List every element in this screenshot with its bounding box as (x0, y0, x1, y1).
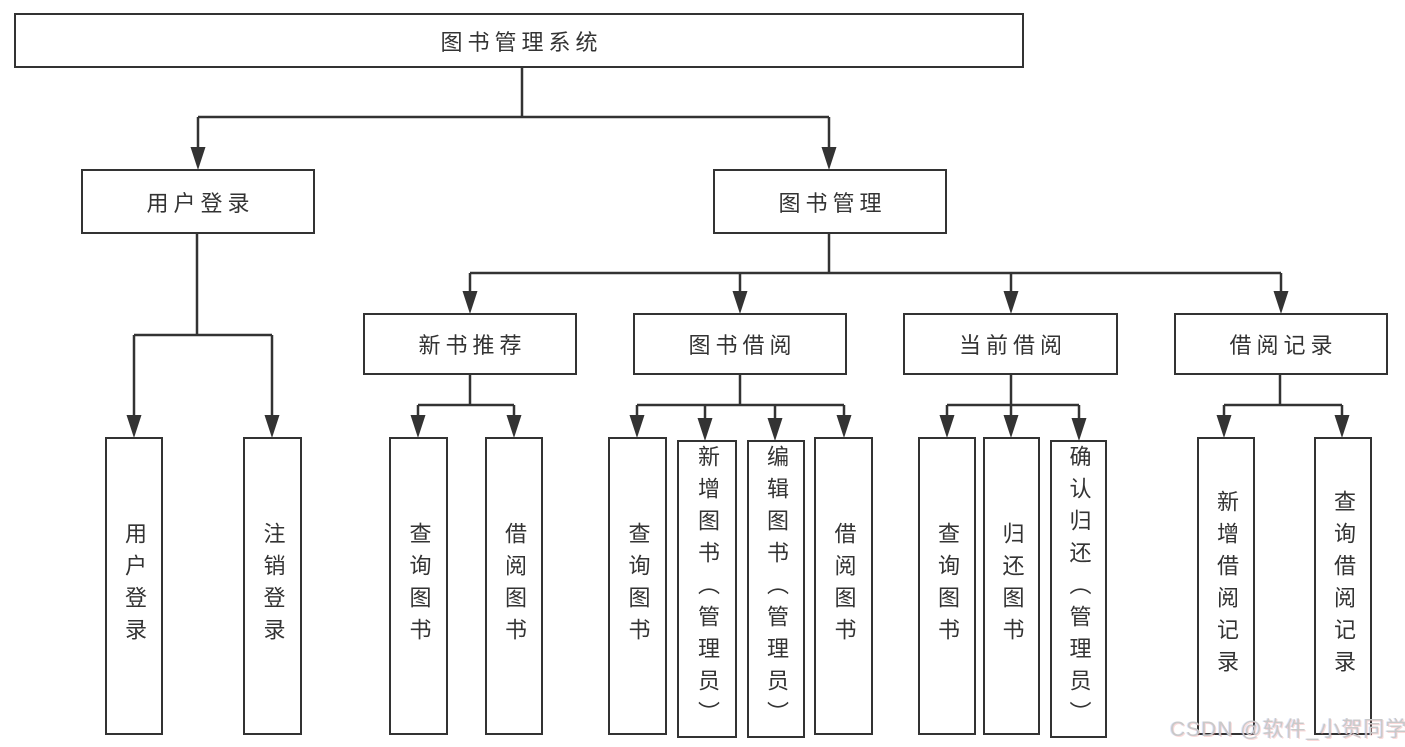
node-borrowing-records: 借阅记录 (1174, 313, 1388, 375)
connector-arrowheads (126, 147, 1350, 441)
node-library-system: 图书管理系统 (14, 13, 1024, 68)
csdn-watermark: CSDN @软件_小贺同学 (1170, 718, 1405, 741)
node-return-books: 归还图书 (983, 437, 1040, 735)
node-query-books-borrowing: 查询图书 (608, 437, 667, 735)
node-query-books-recommend: 查询图书 (389, 437, 448, 735)
node-add-books-admin: 新增图书（管理员） (677, 440, 737, 738)
node-edit-books-admin: 编辑图书（管理员） (747, 440, 805, 738)
node-book-borrowing: 图书借阅 (633, 313, 847, 375)
node-new-book-recommend: 新书推荐 (363, 313, 577, 375)
node-current-borrowing: 当前借阅 (903, 313, 1118, 375)
node-query-books-current: 查询图书 (918, 437, 976, 735)
node-borrow-books: 借阅图书 (814, 437, 873, 735)
node-book-management: 图书管理 (713, 169, 947, 234)
node-query-borrow-record: 查询借阅记录 (1314, 437, 1372, 735)
node-user-login-branch: 用户登录 (81, 169, 315, 234)
node-logout: 注销登录 (243, 437, 302, 735)
node-confirm-return-admin: 确认归还（管理员） (1050, 440, 1107, 738)
node-borrow-books-recommend: 借阅图书 (485, 437, 543, 735)
connector-lines (132, 68, 1344, 421)
node-do-user-login: 用户登录 (105, 437, 163, 735)
node-add-borrow-record: 新增借阅记录 (1197, 437, 1255, 735)
